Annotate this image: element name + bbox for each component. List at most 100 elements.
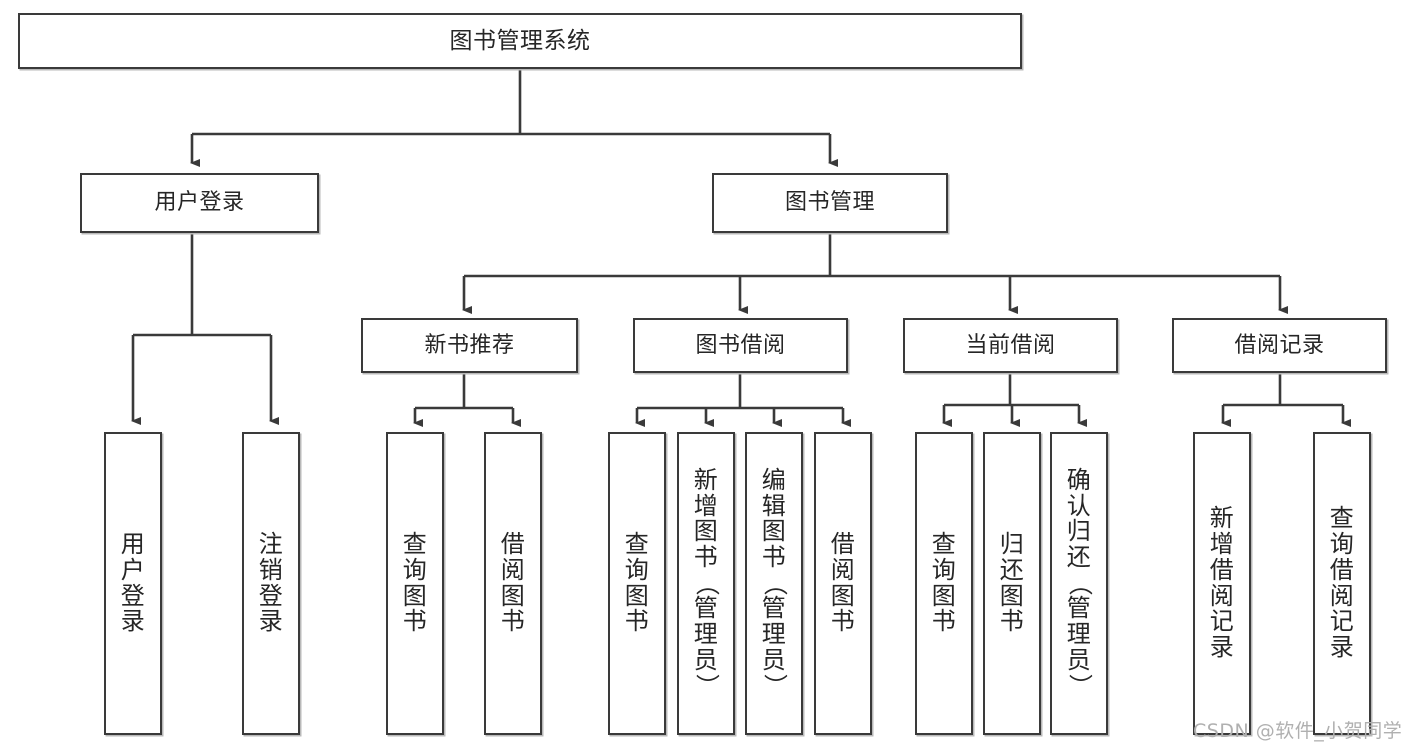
leaf-query-borrow-record[interactable]: 查询借阅记录 xyxy=(1313,432,1371,735)
node-label-char: 图 xyxy=(761,517,787,546)
leaf-confirm-return-admin[interactable]: 确认归还（管理员） xyxy=(1050,432,1108,735)
node-label-char: 书 xyxy=(999,607,1025,636)
node-label-char: 阅 xyxy=(830,555,856,584)
node-label-char: 询 xyxy=(402,555,428,584)
node-label-char: 书 xyxy=(693,542,719,571)
node-label-char: （ xyxy=(1065,571,1094,596)
node-label: 图书管理系统 xyxy=(449,27,591,54)
node-label: 查询借阅记录 xyxy=(1315,506,1369,660)
leaf-add-book-admin[interactable]: 新增图书（管理员） xyxy=(677,432,735,735)
leaf-query-book-new[interactable]: 查询图书 xyxy=(386,432,444,735)
node-label: 确认归还（管理员） xyxy=(1052,465,1106,699)
node-label: 归还图书 xyxy=(985,530,1039,636)
node-label-char: 确 xyxy=(1066,465,1092,494)
node-label-char: 管 xyxy=(1066,594,1092,623)
node-label-char: 书 xyxy=(500,607,526,636)
node-label-char: 阅 xyxy=(500,555,526,584)
node-label-char: 记 xyxy=(1209,607,1235,636)
leaf-logout[interactable]: 注销登录 xyxy=(242,432,300,735)
node-book-borrow[interactable]: 图书借阅 xyxy=(633,318,848,373)
node-label-char: 借 xyxy=(500,530,526,559)
node-label-char: 理 xyxy=(761,620,787,648)
node-label-char: 书 xyxy=(761,542,787,571)
node-label-char: 归 xyxy=(999,530,1025,559)
node-label-char: 增 xyxy=(693,491,719,520)
node-label-char: 用 xyxy=(120,530,146,559)
node-label-char: 询 xyxy=(1329,530,1355,559)
node-label-char: 记 xyxy=(1329,607,1355,636)
node-label-char: 书 xyxy=(830,607,856,636)
leaf-return-book[interactable]: 归还图书 xyxy=(983,432,1041,735)
node-label-char: 管 xyxy=(761,594,787,623)
node-root-system[interactable]: 图书管理系统 xyxy=(18,13,1022,69)
node-label: 当前借阅 xyxy=(965,332,1056,358)
node-label: 图书借阅 xyxy=(695,332,786,358)
node-current-borrow[interactable]: 当前借阅 xyxy=(903,318,1118,373)
leaf-borrow-book-new[interactable]: 借阅图书 xyxy=(484,432,542,735)
node-label-char: （ xyxy=(692,571,721,596)
node-label-char: 阅 xyxy=(1209,581,1235,610)
node-label: 新增借阅记录 xyxy=(1195,506,1249,660)
node-label: 新增图书（管理员） xyxy=(679,467,733,699)
leaf-borrow-book[interactable]: 借阅图书 xyxy=(814,432,872,735)
node-label-char: 录 xyxy=(1209,632,1235,661)
node-label-char: 借 xyxy=(1329,555,1355,584)
node-label-char: 员 xyxy=(761,645,787,674)
node-label-char: 询 xyxy=(931,555,957,584)
node-label: 借阅图书 xyxy=(486,530,540,636)
node-user-login[interactable]: 用户登录 xyxy=(80,173,319,233)
node-label: 查询图书 xyxy=(610,530,664,636)
node-label: 查询图书 xyxy=(917,530,971,635)
node-label-char: 图 xyxy=(500,581,526,610)
node-label-char: 查 xyxy=(1329,504,1355,533)
node-label-char: 录 xyxy=(120,607,146,636)
node-label-char: 管 xyxy=(693,594,719,623)
leaf-query-book-current[interactable]: 查询图书 xyxy=(915,432,973,735)
leaf-user-login[interactable]: 用户登录 xyxy=(104,432,162,735)
node-label: 借阅记录 xyxy=(1234,332,1325,358)
node-label: 图书管理 xyxy=(784,190,875,216)
leaf-edit-book-admin[interactable]: 编辑图书（管理员） xyxy=(745,432,803,735)
node-label-char: 员 xyxy=(693,645,719,674)
node-label-char: 新 xyxy=(1209,504,1235,533)
node-label-char: （ xyxy=(760,571,789,596)
node-label-char: 认 xyxy=(1066,491,1092,520)
node-borrow-record[interactable]: 借阅记录 xyxy=(1172,318,1387,373)
node-label-char: 登 xyxy=(120,581,146,610)
node-label: 编辑图书（管理员） xyxy=(747,465,801,699)
node-label-char: 图 xyxy=(624,581,650,610)
node-label-char: 书 xyxy=(402,607,428,636)
node-label-char: 查 xyxy=(402,530,428,559)
node-label: 注销登录 xyxy=(244,530,298,635)
node-label-char: 员 xyxy=(1066,645,1092,674)
node-label: 查询图书 xyxy=(388,530,442,636)
leaf-query-book[interactable]: 查询图书 xyxy=(608,432,666,735)
node-label-char: 注 xyxy=(258,530,284,559)
watermark-text: CSDN @软件_小贺同学 xyxy=(1193,720,1403,742)
node-label-char: 书 xyxy=(624,607,650,636)
node-label: 用户登录 xyxy=(106,530,160,636)
node-new-book-recommend[interactable]: 新书推荐 xyxy=(361,318,578,373)
node-label-char: 增 xyxy=(1209,530,1235,559)
node-label-char: 编 xyxy=(761,465,787,494)
node-book-management[interactable]: 图书管理 xyxy=(712,173,948,233)
node-label-char: ） xyxy=(692,673,721,699)
node-label-char: 归 xyxy=(1066,517,1092,546)
node-label-char: 查 xyxy=(931,530,957,559)
node-label: 用户登录 xyxy=(154,190,245,216)
node-label-char: 理 xyxy=(1066,620,1092,648)
node-label-char: 辑 xyxy=(761,491,787,520)
node-label-char: 查 xyxy=(624,530,650,559)
node-label-char: 还 xyxy=(999,555,1025,584)
node-label-char: ） xyxy=(760,673,789,699)
node-label-char: 借 xyxy=(1209,555,1235,584)
node-label-char: 图 xyxy=(830,581,856,610)
node-label-char: 图 xyxy=(931,581,957,610)
node-label-char: 还 xyxy=(1066,542,1092,571)
node-label-char: 录 xyxy=(1329,632,1355,661)
leaf-add-borrow-record[interactable]: 新增借阅记录 xyxy=(1193,432,1251,735)
node-label-char: 借 xyxy=(830,530,856,559)
node-label: 借阅图书 xyxy=(816,530,870,636)
node-label-char: 图 xyxy=(693,517,719,546)
